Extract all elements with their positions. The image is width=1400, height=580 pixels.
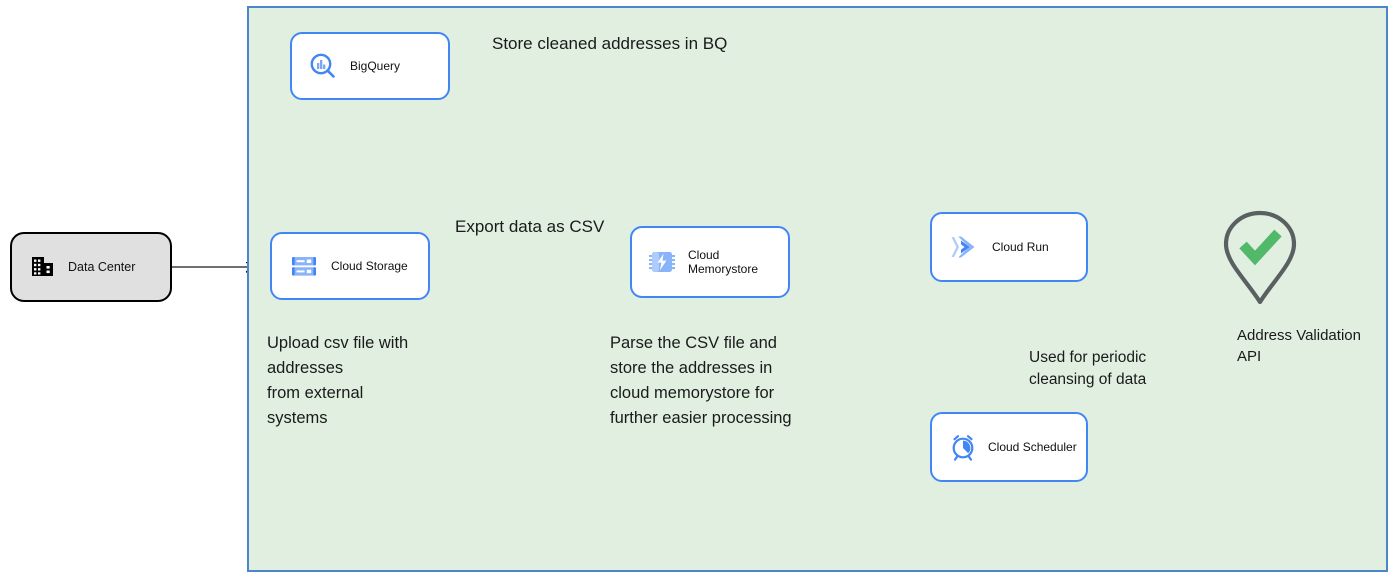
map-pin-check-icon	[1223, 210, 1297, 305]
node-address-validation-api[interactable]	[1212, 208, 1308, 308]
node-label: Data Center	[68, 260, 136, 274]
node-label: Cloud Memorystore	[688, 248, 759, 276]
node-label: BigQuery	[350, 59, 401, 73]
cloud-scheduler-icon	[948, 432, 978, 462]
node-label: Cloud Run	[992, 240, 1049, 254]
gcp-boundary-container	[247, 6, 1388, 572]
cloud-run-icon	[950, 234, 980, 260]
bigquery-icon	[308, 51, 338, 81]
office-building-icon	[30, 254, 56, 280]
node-label: Cloud Scheduler	[988, 440, 1077, 454]
edge-label-periodic-cleansing: Used for periodic cleansing of data	[1029, 349, 1147, 388]
edge-label-export-data-as-csv: Export data as CSV	[455, 217, 605, 236]
node-bigquery[interactable]: BigQuery	[290, 32, 450, 100]
cloud-storage-icon	[290, 252, 318, 280]
node-label: Cloud Storage	[331, 259, 408, 273]
edge-label-store-cleaned-addresses: Store cleaned addresses in BQ	[492, 34, 728, 53]
annotation-upload-csv: Upload csv file with addresses from exte…	[267, 334, 409, 427]
annotation-parse-csv: Parse the CSV file and store the address…	[610, 334, 792, 427]
node-cloud-memorystore[interactable]: Cloud Memorystore	[630, 226, 790, 298]
node-cloud-scheduler[interactable]: Cloud Scheduler	[930, 412, 1088, 482]
node-cloud-run[interactable]: Cloud Run	[930, 212, 1088, 282]
node-data-center[interactable]: Data Center	[10, 232, 172, 302]
cloud-memorystore-icon	[648, 248, 676, 276]
address-validation-api-label: Address Validation API	[1237, 327, 1361, 365]
node-cloud-storage[interactable]: Cloud Storage	[270, 232, 430, 300]
